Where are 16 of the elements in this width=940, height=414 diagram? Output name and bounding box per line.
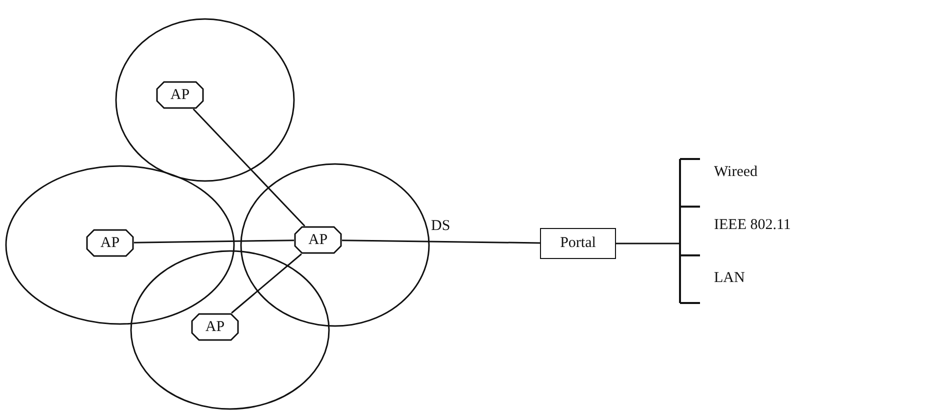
coverage-ellipse	[115, 18, 295, 182]
network-label: Wireed	[714, 164, 758, 182]
access-point-octagon: AP	[86, 229, 134, 257]
connector-line	[342, 240, 540, 244]
coverage-ellipse	[240, 163, 430, 327]
connector-line	[616, 242, 680, 244]
network-label: IEEE 802.11	[714, 217, 791, 234]
coverage-ellipse	[130, 250, 330, 410]
network-label: LAN	[714, 270, 745, 287]
connector-line	[192, 108, 306, 227]
connector-line	[134, 240, 294, 244]
access-point-octagon: AP	[191, 313, 239, 341]
portal-box: Portal	[540, 228, 616, 259]
connector-line	[231, 253, 302, 314]
access-point-octagon: AP	[294, 226, 342, 254]
access-point-octagon: AP	[156, 81, 204, 109]
